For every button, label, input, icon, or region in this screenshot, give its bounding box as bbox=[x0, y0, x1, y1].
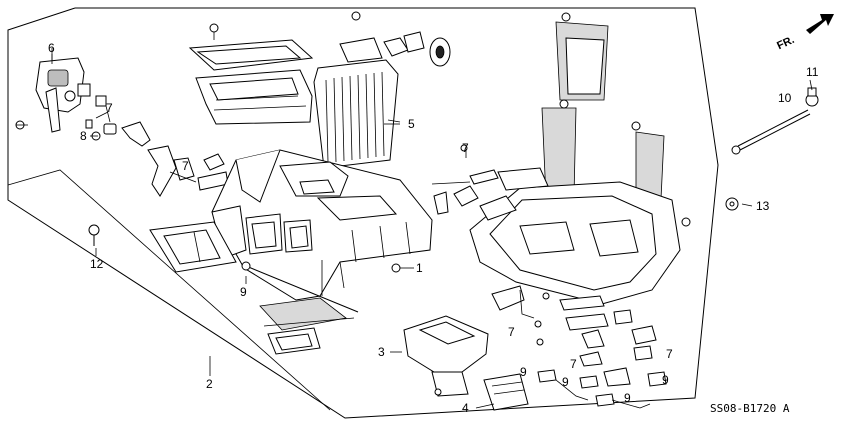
callout-9-e: 9 bbox=[624, 391, 631, 405]
link-rod bbox=[245, 265, 359, 313]
pipe-clamps bbox=[209, 11, 451, 67]
callout-7-d: 7 bbox=[508, 325, 515, 339]
lower-right-parts bbox=[434, 285, 667, 409]
part-intake-cover bbox=[188, 39, 314, 125]
front-label: FR. bbox=[775, 34, 796, 52]
callout-10: 10 bbox=[778, 91, 792, 105]
part-2-heater-housing bbox=[211, 149, 433, 301]
callout-7-b: 7 bbox=[182, 159, 189, 173]
misc-fasteners bbox=[241, 144, 691, 328]
part-12-screw bbox=[88, 224, 100, 246]
callout-11: 11 bbox=[806, 65, 819, 79]
callout-7-e: 7 bbox=[570, 357, 577, 371]
callout-7-a: 7 bbox=[106, 101, 113, 115]
callout-12: 12 bbox=[90, 257, 104, 271]
callout-9-c: 9 bbox=[562, 375, 569, 389]
callout-9-b: 9 bbox=[520, 365, 527, 379]
part-3-duct bbox=[403, 315, 489, 397]
assembly-outline bbox=[7, 7, 719, 419]
part-foam-pad bbox=[259, 297, 355, 355]
callout-8: 8 bbox=[80, 129, 87, 143]
callout-labels: 6 7 8 7 5 7 1 9 12 2 3 4 7 7 7 9 9 9 9 1… bbox=[48, 41, 819, 415]
part-8-clips bbox=[15, 95, 117, 141]
callout-13: 13 bbox=[756, 199, 770, 213]
callout-4: 4 bbox=[462, 401, 469, 415]
callout-7-f: 7 bbox=[666, 347, 673, 361]
front-direction-indicator: FR. bbox=[775, 14, 834, 52]
part-5-heater-core bbox=[313, 37, 401, 169]
callout-9-d: 9 bbox=[662, 373, 669, 387]
assembly-outline-inner bbox=[7, 169, 331, 411]
front-arrow-icon bbox=[806, 14, 834, 34]
seal-frame-left bbox=[149, 221, 237, 273]
callout-9-a: 9 bbox=[240, 285, 247, 299]
evaporator-case bbox=[431, 167, 681, 305]
callout-2: 2 bbox=[206, 377, 213, 391]
part-6-actuator bbox=[35, 48, 91, 133]
callout-7-c: 7 bbox=[462, 141, 469, 155]
part-11-grommet bbox=[805, 87, 819, 107]
leader-lines bbox=[51, 54, 813, 409]
callout-1: 1 bbox=[416, 261, 423, 275]
part-10-rod bbox=[731, 109, 811, 155]
callout-5: 5 bbox=[408, 117, 415, 131]
callout-6: 6 bbox=[48, 41, 55, 55]
callout-3: 3 bbox=[378, 345, 385, 359]
diagram-code: SS08-B1720 A bbox=[710, 402, 790, 415]
linkage-arms bbox=[121, 121, 229, 197]
part-4-duct bbox=[483, 373, 529, 411]
part-13-clip bbox=[725, 197, 739, 211]
